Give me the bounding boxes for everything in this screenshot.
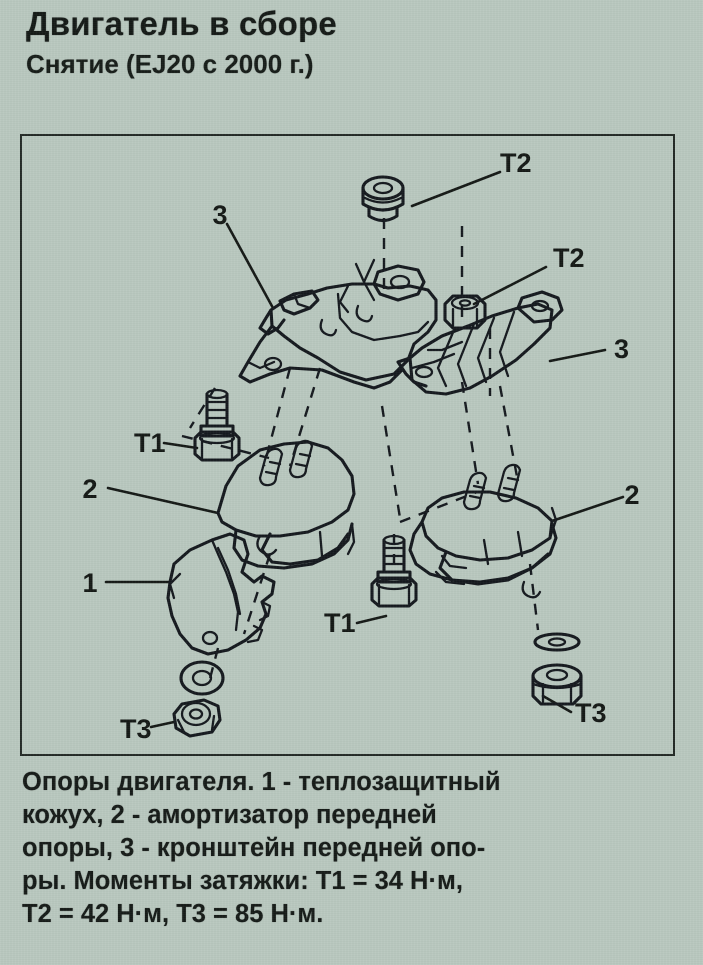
page-subtitle: Снятие (EJ20 с 2000 г.): [26, 49, 314, 79]
front-mount-bracket-left: [238, 258, 438, 390]
washer-right: [533, 632, 581, 652]
page-title: Двигатель в сборе: [26, 5, 337, 42]
dash-stud-left: [188, 387, 217, 429]
page-header: Двигатель в сборе Снятие (EJ20 с 2000 г.…: [26, 4, 666, 81]
dash-stud-right-drop: [380, 405, 402, 519]
callout-2-left: 2: [82, 474, 97, 504]
callout-t2-top: T2: [500, 148, 532, 178]
caption-line-3: опоры, 3 - кронштейн передней опо-: [22, 834, 486, 862]
leader-lines: [104, 170, 625, 729]
leader-3-left: [225, 222, 275, 310]
dash-shield-to-washer: [206, 647, 220, 687]
caption-line-4: ры. Моменты затяжки: T1 = 34 Н·м,: [22, 867, 463, 895]
mount-cushion-right: [408, 463, 558, 599]
cushion-left-studs: [258, 439, 314, 487]
leader-t1-right: [355, 614, 388, 625]
nut-top: [361, 175, 405, 223]
dash-bracket-right-b: [460, 381, 480, 485]
caption-line-2: кожух, 2 - амортизатор передней: [22, 801, 437, 829]
washer-left: [179, 660, 225, 696]
nut-lower-left: [172, 698, 222, 738]
figure-caption: Опоры двигателя. 1 - теплозащитный кожух…: [22, 766, 684, 931]
callout-1-heat-shield: 1: [82, 568, 97, 598]
front-mount-bracket-right: [396, 290, 564, 396]
dash-stud-left-2: [181, 434, 270, 460]
nut-lower-right: [531, 663, 583, 706]
figure-frame: T2 3 T2 3 T1 2 2 1 T1 T3 T3: [20, 134, 675, 756]
leader-t3-left: [149, 720, 176, 729]
assembly-alignment-dashes: [181, 218, 540, 687]
callout-t3-right: T3: [575, 698, 607, 728]
stud-bolt-right: [370, 534, 418, 608]
callout-3-right: 3: [614, 334, 629, 364]
callout-labels: T2 3 T2 3 T1 2 2 1 T1 T3 T3: [82, 148, 639, 744]
callout-t1-left: T1: [134, 428, 166, 458]
dash-cushion-to-shield: [242, 553, 272, 635]
leader-2-right: [550, 495, 625, 523]
mount-cushion-left: [216, 439, 356, 570]
cushion-right-studs: [462, 463, 522, 511]
dash-stud-right-3: [399, 490, 478, 524]
callout-3-left: 3: [212, 200, 227, 230]
callout-t1-right: T1: [324, 608, 356, 638]
engine-mounts-exploded-diagram: T2 3 T2 3 T1 2 2 1 T1 T3 T3: [82, 148, 639, 744]
dash-bracket-to-cushion-a: [262, 367, 292, 467]
caption-line-5: T2 = 42 Н·м, T3 = 85 Н·м.: [22, 900, 324, 928]
dash-bracket-right-c: [498, 385, 520, 483]
caption-line-1: Опоры двигателя. 1 - теплозащитный: [22, 768, 501, 796]
heat-shield: [166, 532, 276, 656]
leader-2-left: [106, 486, 220, 515]
stud-bolt-left: [193, 388, 241, 462]
leader-t2-top: [410, 170, 502, 208]
leader-t2-right: [472, 265, 548, 306]
callout-t3-left: T3: [120, 714, 152, 744]
leader-3-right: [548, 348, 607, 363]
leader-t1-left: [162, 441, 199, 450]
callout-t2-right: T2: [553, 243, 585, 273]
callout-2-right: 2: [624, 480, 639, 510]
